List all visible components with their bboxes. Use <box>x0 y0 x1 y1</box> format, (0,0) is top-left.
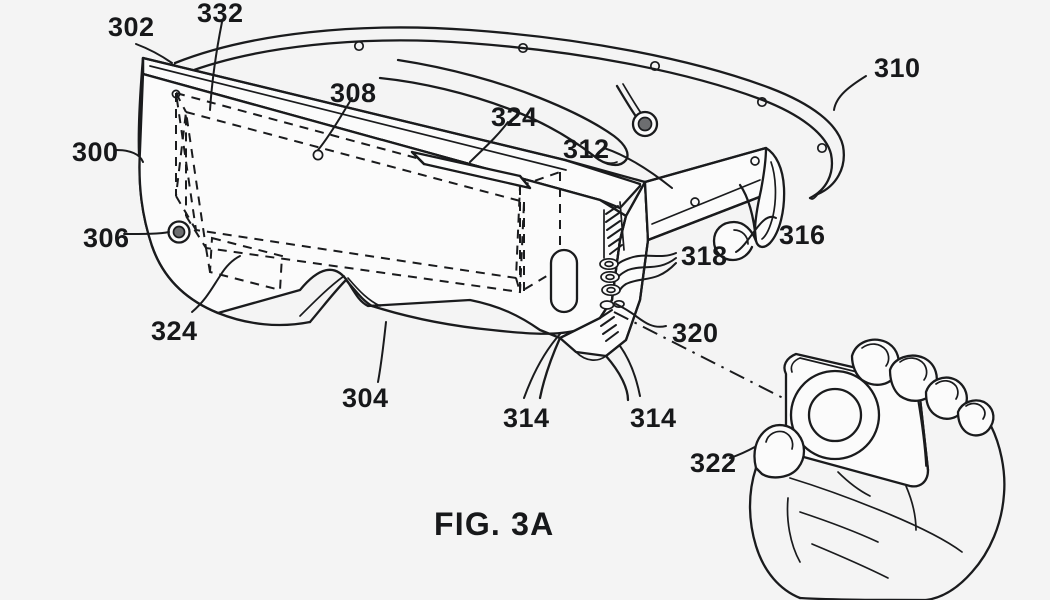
arm-screw <box>690 197 700 207</box>
ref-label-322: 322 <box>690 448 737 478</box>
ref-label-324-top: 324 <box>491 102 538 132</box>
ref-label-312: 312 <box>563 134 610 164</box>
ref-label-314-left: 314 <box>503 403 550 433</box>
ref-label-304: 304 <box>342 383 389 413</box>
strap-rivet <box>816 142 828 154</box>
head-strap-group <box>172 26 845 200</box>
ref-label-310: 310 <box>874 53 921 83</box>
ref-label-314-right: 314 <box>630 403 677 433</box>
top-panel-recess-group <box>410 150 532 190</box>
ref-label-320: 320 <box>672 318 719 348</box>
strap-return-pad <box>378 58 659 167</box>
strap-rivet <box>756 96 768 108</box>
lead-lines <box>115 21 867 459</box>
module-mount-hole <box>171 89 181 99</box>
arm-screw <box>750 156 760 166</box>
strap-eyelet-inner <box>637 116 653 132</box>
temple-arm-312 <box>643 146 774 242</box>
strap-rivet <box>353 40 365 52</box>
side-camera-lens-306 <box>167 220 191 244</box>
hidden-internal-components <box>171 89 561 294</box>
figure-caption: FIG. 3A <box>434 506 555 542</box>
ref-label-302: 302 <box>108 12 155 42</box>
ref-label-332: 332 <box>197 0 244 28</box>
remote-click-wheel-inner[interactable] <box>807 387 863 443</box>
ref-label-324-bottom: 324 <box>151 316 198 346</box>
ear-hook-316 <box>712 183 758 262</box>
handheld-remote-group <box>748 338 1006 600</box>
side-oblong-port-314[interactable] <box>549 248 579 314</box>
strap-rivet <box>517 42 529 54</box>
ref-label-316: 316 <box>779 220 826 250</box>
strap-rivet <box>649 60 661 72</box>
control-buttons-318[interactable] <box>599 257 621 297</box>
ref-label-318: 318 <box>681 241 728 271</box>
ref-label-306: 306 <box>83 223 130 253</box>
infrared-receiver-320 <box>599 299 625 342</box>
visor-body-group <box>137 56 650 402</box>
side-vent-hatching <box>603 201 625 259</box>
ref-label-308: 308 <box>330 78 377 108</box>
ref-label-300: 300 <box>72 137 119 167</box>
